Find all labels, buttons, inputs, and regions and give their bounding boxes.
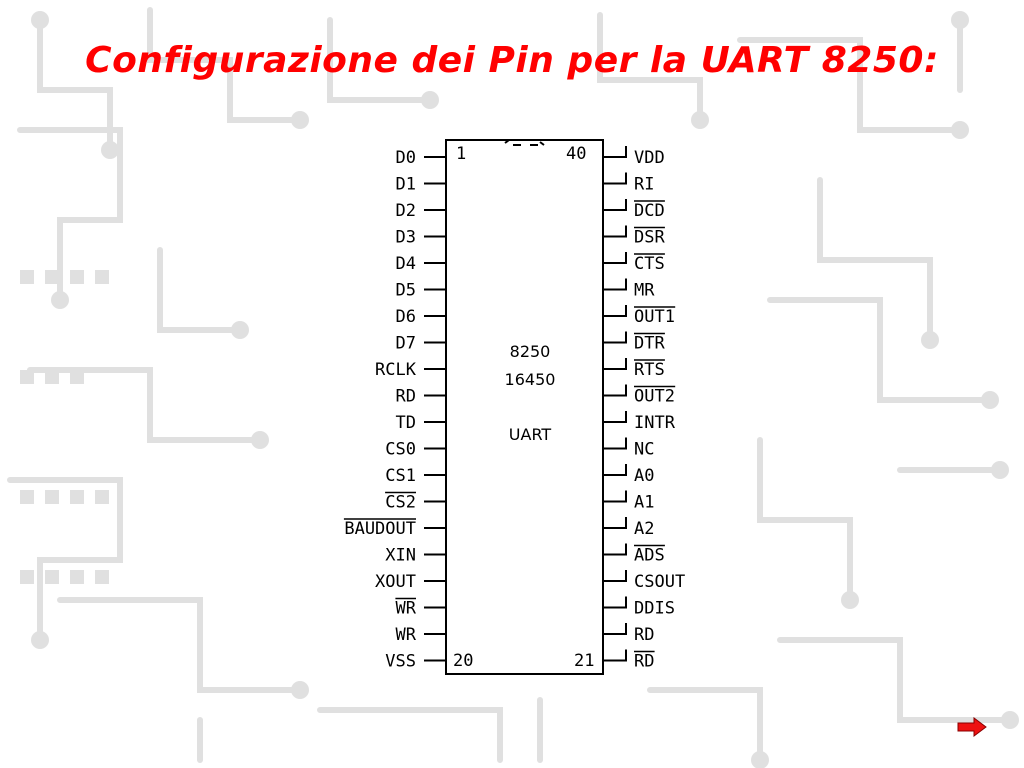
right-pin-label: VDD — [634, 148, 665, 168]
right-pin-stub — [603, 278, 627, 291]
left-pin-label: XIN — [385, 546, 416, 566]
left-pin-label: TD — [396, 413, 416, 433]
right-pin-stub — [603, 358, 627, 370]
right-pin-label: DCD — [634, 201, 665, 221]
right-pin-stub — [603, 543, 627, 556]
slide-title: Configurazione dei Pin per la UART 8250: — [85, 40, 939, 81]
left-pin-label: D3 — [396, 228, 416, 248]
right-pin-stub — [603, 437, 627, 450]
right-pin-stub — [603, 199, 627, 211]
pin-number-21: 21 — [574, 651, 594, 671]
right-pin-label: RI — [634, 175, 654, 195]
right-pin-stub — [603, 411, 627, 423]
right-pin-label: ADS — [634, 546, 665, 566]
left-pin-label: RD — [396, 387, 416, 407]
right-pin-label: INTR — [634, 413, 676, 433]
right-pin-label: MR — [634, 281, 655, 301]
pin-number-20: 20 — [453, 651, 473, 671]
right-pin-label: DTR — [634, 334, 665, 354]
right-pin-stub — [603, 517, 627, 529]
right-pin-label: RD — [634, 652, 654, 672]
right-pin-stub — [603, 596, 627, 609]
right-pin-label: OUT2 — [634, 387, 675, 407]
left-pin-label: D6 — [396, 307, 416, 327]
left-pin-label: RCLK — [375, 360, 417, 380]
right-pin-stub — [603, 649, 627, 662]
right-pin-label: DDIS — [634, 599, 675, 619]
left-pin-label: CS1 — [385, 466, 416, 486]
chip-name-uart: UART — [509, 425, 552, 444]
right-pin-label: NC — [634, 440, 654, 460]
pin-number-40: 40 — [566, 144, 586, 164]
right-pin-stub — [603, 172, 627, 185]
left-pin-label: D0 — [396, 148, 416, 168]
right-pin-label: RTS — [634, 360, 665, 380]
right-pin-stub — [603, 464, 627, 476]
right-pin-stub — [603, 490, 627, 503]
left-pin-label: WR — [396, 599, 417, 619]
right-pin-stub — [603, 225, 627, 238]
right-pin-label: OUT1 — [634, 307, 675, 327]
left-pin-label: WR — [396, 625, 417, 645]
left-pin-label: BAUDOUT — [344, 519, 416, 539]
right-pin-label: CTS — [634, 254, 665, 274]
right-pin-stub — [603, 623, 627, 635]
left-pin-label: XOUT — [375, 572, 416, 592]
next-slide-arrow-icon[interactable] — [956, 716, 988, 738]
left-pin-label: CS2 — [385, 493, 416, 513]
chip-notch — [504, 139, 545, 146]
left-pin-label: CS0 — [385, 440, 416, 460]
right-pin-label: A2 — [634, 519, 654, 539]
left-pin-label: D1 — [396, 175, 416, 195]
chip-name-16450: 16450 — [505, 370, 556, 389]
right-pin-stub — [603, 146, 627, 158]
right-pin-label: CSOUT — [634, 572, 685, 592]
right-pin-label: A0 — [634, 466, 654, 486]
chip-name-8250: 8250 — [510, 342, 551, 361]
left-pin-label: D5 — [396, 281, 416, 301]
right-pin-stub — [603, 570, 627, 582]
right-pin-stub — [603, 252, 627, 264]
right-pin-label: DSR — [634, 228, 665, 248]
left-pin-label: D7 — [396, 334, 416, 354]
right-pin-label: A1 — [634, 493, 654, 513]
pin-number-1: 1 — [456, 144, 466, 164]
chip-body — [445, 139, 604, 675]
right-pin-stub — [603, 305, 627, 317]
right-pin-stub — [603, 384, 627, 397]
left-pin-label: VSS — [385, 652, 416, 672]
left-pin-label: D2 — [396, 201, 416, 221]
right-pin-label: RD — [634, 625, 654, 645]
right-pin-stub — [603, 331, 627, 344]
left-pin-label: D4 — [396, 254, 416, 274]
